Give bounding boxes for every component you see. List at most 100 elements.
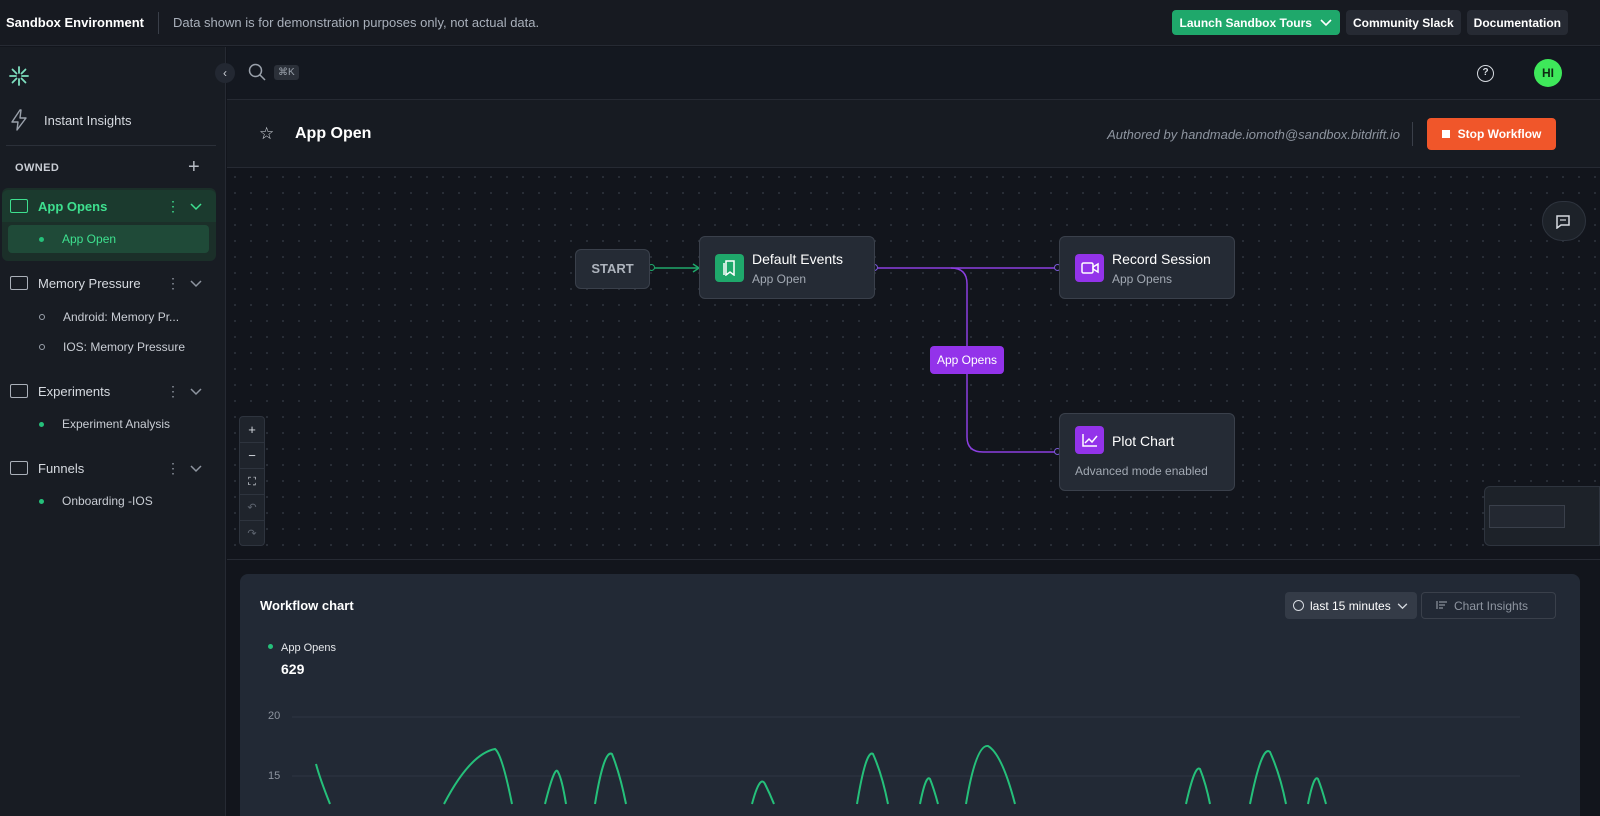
documentation-button[interactable]: Documentation xyxy=(1466,10,1568,35)
default-events-node[interactable]: Default Events App Open xyxy=(699,236,875,299)
workflow-chart-panel: Workflow chart last 15 minutes Chart Ins… xyxy=(240,574,1580,816)
status-dot xyxy=(39,344,45,350)
more-options-icon[interactable]: ⋮ xyxy=(166,382,180,399)
sidebar-item-label: IOS: Memory Pressure xyxy=(63,340,186,354)
more-options-icon[interactable]: ⋮ xyxy=(166,274,180,291)
plot-chart-node[interactable]: Plot Chart Advanced mode enabled xyxy=(1059,413,1235,491)
folder-icon xyxy=(10,199,28,213)
stop-workflow-label: Stop Workflow xyxy=(1457,127,1542,141)
folder-name: App Opens xyxy=(38,198,108,214)
lightning-icon xyxy=(10,109,28,131)
instant-insights-link[interactable]: Instant Insights xyxy=(10,109,131,131)
sidebar-divider xyxy=(6,145,216,146)
fit-view-button[interactable]: ⛶ xyxy=(240,469,264,495)
status-dot xyxy=(39,314,45,320)
folder-memory-pressure[interactable]: Memory Pressure ⋮ xyxy=(2,267,216,299)
chevron-down-icon[interactable] xyxy=(190,384,202,399)
logo-icon[interactable] xyxy=(8,65,29,86)
y-tick-label: 15 xyxy=(268,770,281,782)
launch-tours-label: Launch Sandbox Tours xyxy=(1179,15,1312,30)
minimap-viewport xyxy=(1489,505,1565,528)
video-icon xyxy=(1075,254,1104,282)
status-dot xyxy=(39,236,44,242)
page-title: App Open xyxy=(295,125,372,142)
chat-icon[interactable] xyxy=(1542,201,1586,241)
more-options-icon[interactable]: ⋮ xyxy=(166,459,180,476)
legend-total: 629 xyxy=(281,661,305,677)
start-node[interactable]: START xyxy=(575,249,650,289)
instant-insights-label: Instant Insights xyxy=(44,112,132,128)
workflow-edges xyxy=(651,263,1059,453)
node-title: Default Events xyxy=(752,251,844,267)
bookmark-icon xyxy=(715,254,744,282)
add-folder-button[interactable]: + xyxy=(188,156,200,178)
status-dot xyxy=(39,498,44,504)
top-header: ⌘K ? HI xyxy=(227,47,1600,100)
sandbox-banner: Sandbox Environment Data shown is for de… xyxy=(0,0,1600,46)
chart-insights-label: Chart Insights xyxy=(1454,598,1529,613)
chevron-down-icon xyxy=(1397,599,1408,613)
environment-title: Sandbox Environment xyxy=(0,11,159,34)
node-subtitle: Advanced mode enabled xyxy=(1075,464,1208,478)
time-range-select[interactable]: last 15 minutes xyxy=(1285,592,1417,619)
folder-icon xyxy=(10,384,28,398)
folder-icon xyxy=(10,461,28,475)
sidebar-item-label: App Open xyxy=(62,232,117,246)
node-subtitle: App Open xyxy=(752,272,807,286)
series-line-app-opens xyxy=(315,745,1327,805)
sidebar-item-app-open[interactable]: App Open xyxy=(8,225,209,253)
chart-title: Workflow chart xyxy=(260,598,354,613)
folder-name: Experiments xyxy=(38,383,111,399)
stop-icon xyxy=(1441,130,1450,138)
zoom-out-button[interactable]: − xyxy=(240,443,264,469)
line-chart-icon xyxy=(1075,426,1104,454)
chevron-down-icon xyxy=(1320,16,1332,30)
folder-name: Funnels xyxy=(38,460,85,476)
search-shortcut-badge: ⌘K xyxy=(274,65,299,80)
search-icon[interactable] xyxy=(248,63,266,81)
community-slack-button[interactable]: Community Slack xyxy=(1345,10,1461,35)
workflow-title-bar: ☆ App Open Authored by handmade.iomoth@s… xyxy=(227,100,1600,168)
help-icon[interactable]: ? xyxy=(1477,65,1494,82)
chevron-down-icon[interactable] xyxy=(190,199,202,214)
sidebar-item-android-memory[interactable]: Android: Memory Pr... xyxy=(8,303,209,331)
edge-label[interactable]: App Opens xyxy=(930,346,1004,374)
sidebar-item-label: Onboarding -IOS xyxy=(62,494,153,508)
minimap[interactable] xyxy=(1484,486,1600,546)
sidebar-item-label: Experiment Analysis xyxy=(62,417,171,431)
zoom-controls: + − ⛶ ↶ ↷ xyxy=(239,416,265,546)
collapse-sidebar-button[interactable]: ‹ xyxy=(215,63,235,83)
clock-icon xyxy=(1293,600,1304,611)
chevron-down-icon[interactable] xyxy=(190,461,202,476)
sidebar-item-experiment-analysis[interactable]: Experiment Analysis xyxy=(8,410,209,438)
folder-experiments[interactable]: Experiments ⋮ xyxy=(2,375,216,407)
time-range-label: last 15 minutes xyxy=(1310,598,1391,613)
chevron-down-icon[interactable] xyxy=(190,276,202,291)
legend-marker xyxy=(268,644,273,649)
redo-button[interactable]: ↷ xyxy=(247,528,257,540)
undo-button[interactable]: ↶ xyxy=(240,495,264,521)
folder-funnels[interactable]: Funnels ⋮ xyxy=(2,452,216,484)
more-options-icon[interactable]: ⋮ xyxy=(166,197,180,214)
sidebar-item-ios-memory[interactable]: IOS: Memory Pressure xyxy=(8,333,209,361)
node-subtitle: App Opens xyxy=(1112,272,1173,286)
folder-name: Memory Pressure xyxy=(38,275,141,291)
folder-app-opens[interactable]: App Opens ⋮ xyxy=(2,190,216,222)
y-tick-label: 20 xyxy=(268,710,281,722)
launch-tours-button[interactable]: Launch Sandbox Tours xyxy=(1171,10,1340,35)
zoom-in-button[interactable]: + xyxy=(240,417,264,443)
sidebar: ‹ Instant Insights OWNED + App Opens ⋮ A… xyxy=(0,47,235,816)
divider xyxy=(1412,122,1413,146)
chart-insights-button[interactable]: Chart Insights xyxy=(1421,592,1556,619)
stop-workflow-button[interactable]: Stop Workflow xyxy=(1427,118,1556,150)
environment-note: Data shown is for demonstration purposes… xyxy=(172,15,540,30)
insights-icon xyxy=(1436,599,1448,613)
node-title: Record Session xyxy=(1112,251,1211,267)
record-session-node[interactable]: Record Session App Opens xyxy=(1059,236,1235,299)
workflow-canvas[interactable]: START Default Events App Open Record Ses… xyxy=(227,169,1600,560)
folder-icon xyxy=(10,276,28,290)
star-icon[interactable]: ☆ xyxy=(259,124,275,143)
avatar[interactable]: HI xyxy=(1534,59,1562,87)
sidebar-item-onboarding-ios[interactable]: Onboarding -IOS xyxy=(8,487,209,515)
node-title: Plot Chart xyxy=(1112,433,1175,449)
